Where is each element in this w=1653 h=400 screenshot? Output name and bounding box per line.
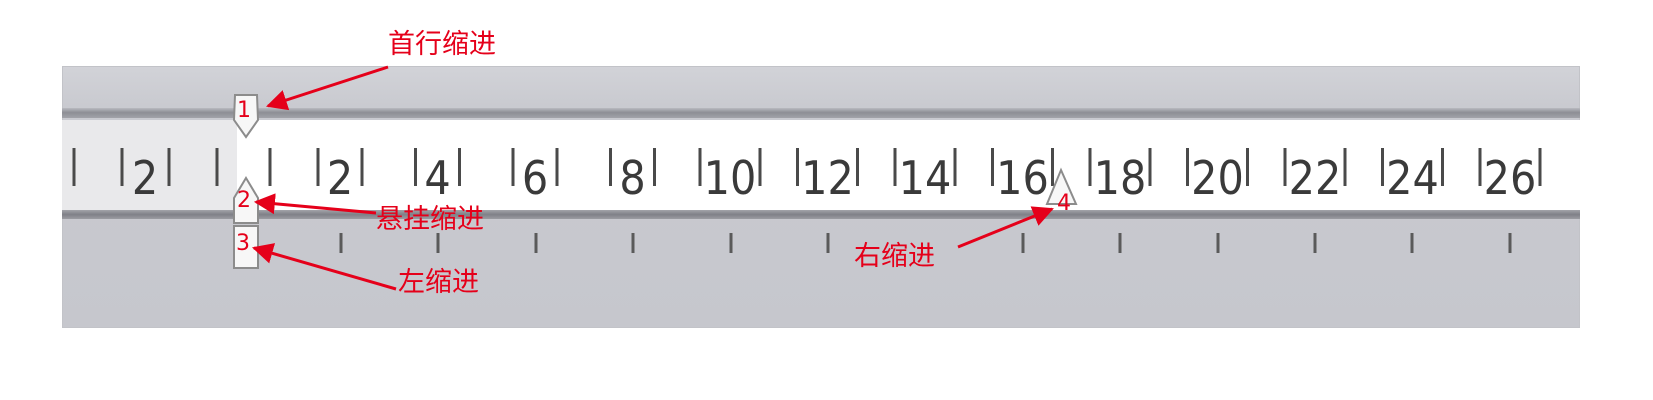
marker-number-4: 4: [1057, 191, 1071, 216]
ruler-tick-label: 4: [424, 151, 450, 205]
ruler-tick-label: 18: [1094, 151, 1147, 205]
tab-stop-ticks: [339, 233, 1512, 253]
arrow-right-indent: [957, 206, 1054, 249]
ruler-tick-label: 8: [619, 151, 645, 205]
callout-first-line-indent: 首行缩进: [388, 29, 496, 60]
ruler-strip: [62, 120, 1580, 210]
arrow-hanging-indent: [253, 193, 377, 215]
ruler-tick-label: 14: [899, 151, 952, 205]
marker-number-2: 2: [237, 188, 251, 213]
right-indent-marker[interactable]: [1045, 167, 1078, 205]
ruler-tick-label: 16: [996, 151, 1049, 205]
ruler-tick-label: 12: [801, 151, 854, 205]
ruler-bottom-edge: [62, 210, 1580, 219]
ruler-left-margin: [62, 120, 237, 210]
left-indent-marker-group[interactable]: [232, 94, 260, 269]
arrow-first-line-indent: [266, 65, 389, 111]
callout-hanging-indent: 悬挂缩进: [376, 204, 484, 235]
ruler-tick-label: 6: [522, 151, 548, 205]
ruler-tick-label: 22: [1289, 151, 1342, 205]
ruler-tick-label: 2: [327, 151, 353, 205]
ruler-top-edge: [62, 108, 1580, 118]
first-line-indent-marker[interactable]: [232, 94, 260, 139]
callout-right-indent: 右缩进: [854, 241, 935, 272]
horizontal-ruler: [62, 66, 1580, 328]
ruler-tick-label: 20: [1191, 151, 1244, 205]
callout-left-indent: 左缩进: [398, 267, 479, 298]
ruler-margin-label: 2: [132, 151, 158, 205]
ruler-tick-label: 10: [704, 151, 757, 205]
ruler-tick-label: 26: [1484, 151, 1537, 205]
ruler-tick-label: 24: [1386, 151, 1439, 205]
marker-number-3: 3: [236, 231, 250, 256]
arrow-left-indent: [251, 243, 397, 291]
marker-number-1: 1: [237, 98, 251, 123]
